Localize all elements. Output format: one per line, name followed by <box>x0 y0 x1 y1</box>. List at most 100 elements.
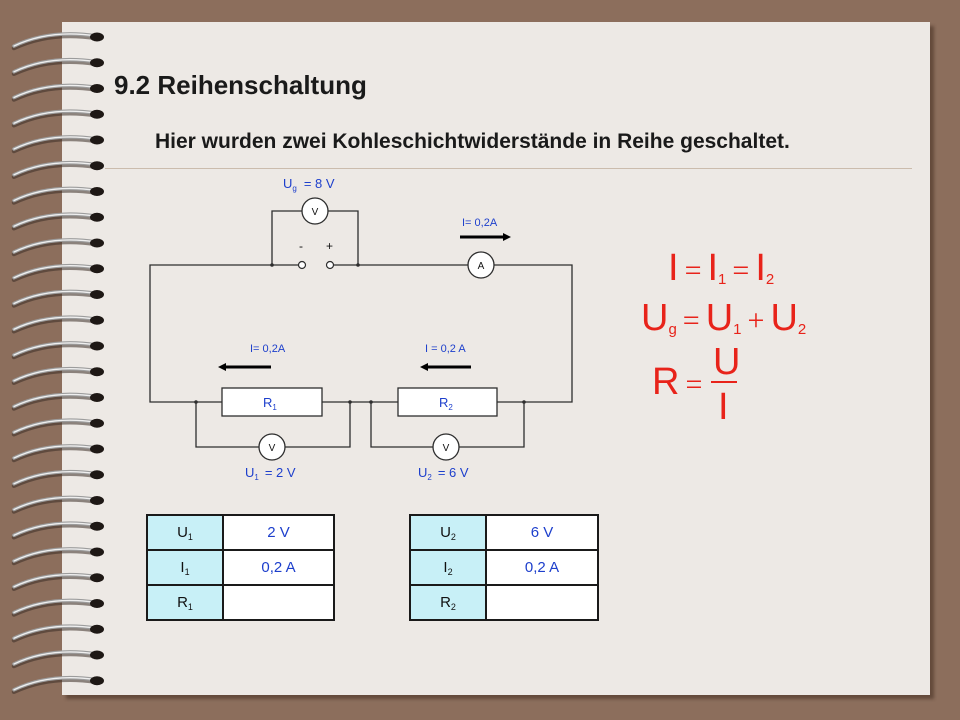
fraction-numerator: U <box>713 341 741 383</box>
spiral-ring-shadow <box>11 471 99 488</box>
voltage-symbol: U <box>418 465 427 480</box>
spiral-ring <box>11 572 104 591</box>
formula-subscript: 1 <box>733 321 742 338</box>
spiral-hole <box>90 599 104 608</box>
ammeter-symbol <box>467 251 495 279</box>
spiral-ring-shadow <box>11 522 99 540</box>
spiral-ring <box>11 57 104 76</box>
spiral-ring-shadow <box>11 497 99 514</box>
fraction-bar <box>711 381 737 383</box>
formula-operator: = <box>732 254 750 287</box>
spiral-ring <box>11 263 104 282</box>
spiral-ring-highlight <box>13 548 97 562</box>
spiral-ring-shadow <box>11 265 99 282</box>
spiral-ring-shadow <box>11 136 99 154</box>
spiral-ring <box>11 469 104 488</box>
quantity-symbol: R <box>177 593 188 611</box>
formula-subscript: 2 <box>765 271 775 288</box>
wire <box>149 264 299 403</box>
measurement-table-r2: U2 6 V I2 0,2 A R2 <box>409 514 599 621</box>
formula-operator: = <box>684 254 702 287</box>
resistor-r2 <box>397 387 498 417</box>
spiral-ring <box>11 238 104 257</box>
formula-symbol: R <box>652 361 680 403</box>
spiral-ring <box>11 392 104 411</box>
quantity-subscript: 1 <box>187 601 193 612</box>
spiral-ring-highlight <box>13 625 97 639</box>
quantity-subscript: 2 <box>450 531 456 542</box>
fraction-denominator: I <box>718 386 729 428</box>
arrow-head-icon <box>503 233 511 241</box>
voltmeter-r2-letter: V <box>443 443 450 454</box>
spiral-ring-highlight <box>13 677 97 691</box>
spiral-hole <box>90 238 104 248</box>
spiral-hole <box>90 444 104 454</box>
spiral-hole <box>90 161 104 171</box>
spiral-ring-highlight <box>13 419 97 433</box>
table-cell-value <box>485 584 599 621</box>
spiral-ring-shadow <box>11 574 99 591</box>
resistor-subscript: 1 <box>272 403 277 412</box>
resistor-r1-label: R1 <box>263 395 277 412</box>
quantity-symbol: I <box>180 558 185 576</box>
voltmeter-r1-letter: V <box>269 443 276 454</box>
spiral-ring-highlight <box>13 290 97 305</box>
table-cell-value: 0,2 A <box>222 549 335 586</box>
table-cell-quantity: I1 <box>146 549 224 586</box>
plus-sign: + <box>326 239 333 253</box>
spiral-ring-highlight <box>13 187 97 202</box>
wire <box>494 264 573 403</box>
wire <box>271 210 302 265</box>
spiral-ring-highlight <box>13 59 97 73</box>
table-cell-quantity: I2 <box>409 549 487 586</box>
resistor-subscript: 2 <box>448 403 453 412</box>
voltage-subscript: 2 <box>427 473 432 482</box>
formula-subscript: g <box>668 321 677 338</box>
formula-resistance: R= <box>652 363 708 404</box>
spiral-ring <box>11 315 104 334</box>
voltage-subscript: 1 <box>254 473 259 482</box>
spiral-ring-shadow <box>11 291 99 308</box>
voltage-value: = 2 V <box>265 465 296 480</box>
spiral-ring-shadow <box>11 419 99 437</box>
spiral-hole <box>90 521 104 531</box>
spiral-ring <box>11 160 104 179</box>
spiral-ring <box>11 366 104 385</box>
spiral-hole <box>90 341 104 351</box>
total-voltage-label: Ug= 8 V <box>283 176 335 193</box>
junction-node <box>270 263 274 267</box>
spiral-ring-shadow <box>11 677 99 694</box>
spiral-hole <box>90 212 104 222</box>
voltage-value: = 8 V <box>304 176 335 191</box>
table-row: I1 0,2 A <box>146 549 335 586</box>
resistor-r2-label: R2 <box>439 395 453 412</box>
voltmeter-r1-symbol <box>258 433 286 461</box>
spiral-hole <box>90 547 104 557</box>
spiral-hole <box>90 264 104 274</box>
spiral-ring-highlight <box>13 496 97 511</box>
quantity-subscript: 2 <box>447 566 453 577</box>
table-cell-value: 2 V <box>222 514 335 551</box>
voltage-u2-label: U2= 6 V <box>418 465 469 482</box>
spiral-ring-shadow <box>11 342 99 360</box>
spiral-ring-highlight <box>13 316 97 330</box>
spiral-hole <box>90 624 104 634</box>
spiral-ring <box>11 341 104 360</box>
spiral-ring <box>11 289 104 308</box>
current-label-r1: I= 0,2A <box>250 343 286 355</box>
spiral-hole <box>90 676 104 686</box>
spiral-hole <box>90 187 104 196</box>
spiral-ring-highlight <box>13 445 97 459</box>
spiral-hole <box>90 470 104 480</box>
spiral-hole <box>90 393 104 402</box>
formula-subscript: 1 <box>718 271 727 288</box>
spiral-ring-shadow <box>11 188 99 205</box>
quantity-symbol: U <box>440 523 451 541</box>
formula-subscript: 2 <box>797 321 807 338</box>
spiral-ring-shadow <box>11 33 99 51</box>
formula-symbol: U <box>770 297 798 339</box>
spiral-ring-highlight <box>13 342 97 356</box>
current-label-main: I= 0,2A <box>462 217 498 229</box>
table-cell-value: 0,2 A <box>485 549 599 586</box>
